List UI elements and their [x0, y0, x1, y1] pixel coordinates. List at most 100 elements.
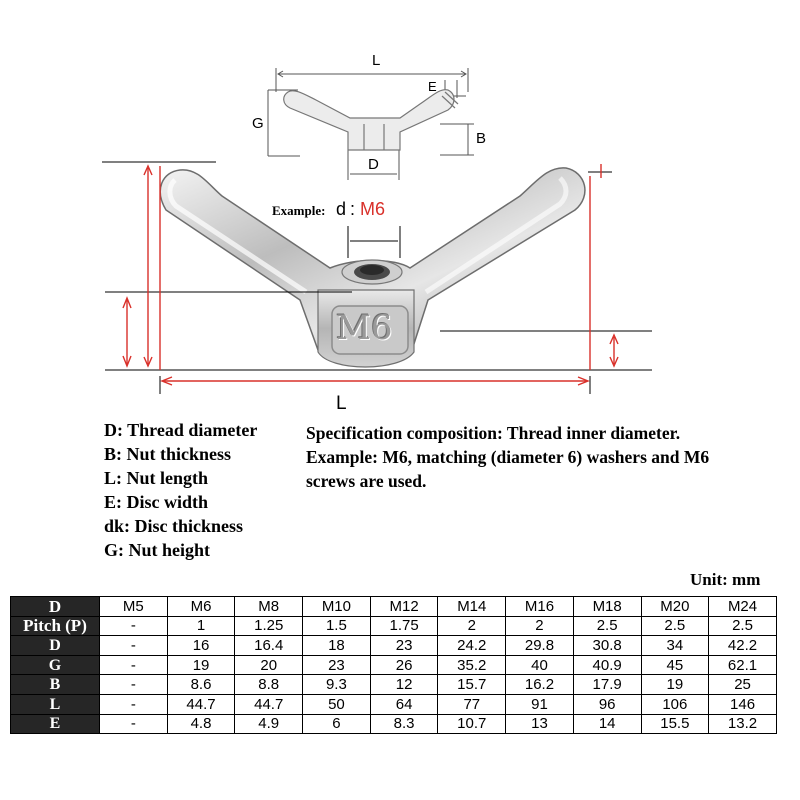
table-cell: -: [99, 713, 168, 735]
table-cell: 44.7: [234, 693, 304, 715]
table-cell: 20: [234, 654, 304, 676]
table-size-header: M16: [505, 596, 574, 617]
table-cell: 15.5: [640, 713, 710, 735]
table-cell: -: [99, 615, 168, 637]
specification-note: Specification composition: Thread inner …: [306, 423, 710, 491]
table-cell: 29.8: [505, 635, 574, 656]
table-cell: 4.9: [234, 713, 304, 735]
table-cell: 1.75: [369, 615, 439, 637]
embossed-size-mark: M6: [336, 308, 393, 348]
table-size-header: M5: [99, 596, 168, 617]
legend-item: D: Thread diameter: [104, 420, 258, 440]
table-cell: 12: [369, 674, 439, 695]
table-cell: 10.7: [437, 713, 507, 735]
dimension-lines: [102, 161, 652, 394]
example-symbol: d: [336, 199, 347, 219]
technical-sketch: [267, 68, 474, 180]
table-cell: 2.5: [640, 615, 710, 637]
table-cell: -: [99, 654, 168, 676]
table-size-header: M14: [437, 596, 507, 617]
table-cell: 1.5: [302, 615, 371, 637]
table-cell: 40.9: [572, 654, 642, 676]
table-cell: 8.3: [369, 713, 439, 735]
unit-label: Unit: mm: [690, 570, 761, 589]
table-cell: 25: [708, 674, 777, 695]
sketch-label-g: G: [252, 115, 264, 132]
table-cell: 23: [369, 635, 439, 656]
example-prefix: Example:: [272, 203, 326, 218]
table-size-header: M12: [369, 596, 439, 617]
table-size-header: M20: [640, 596, 710, 617]
table-cell: 24.2: [437, 635, 507, 656]
table-cell: 77: [437, 693, 507, 715]
table-cell: 16.2: [505, 674, 574, 695]
length-label: L: [336, 393, 347, 414]
table-row-label: G: [10, 654, 100, 676]
table-cell: 19: [166, 654, 236, 676]
legend-item: E: Disc width: [104, 492, 209, 512]
table-row-label: L: [10, 693, 100, 715]
table-size-header: M18: [572, 596, 642, 617]
table-cell: 8.6: [166, 674, 236, 695]
table-cell: 91: [505, 693, 574, 715]
table-header-label: D: [10, 596, 100, 617]
table-cell: 4.8: [166, 713, 236, 735]
table-row-label: D: [10, 635, 100, 656]
legend-item: L: Nut length: [104, 468, 209, 488]
table-row-label: Pitch (P): [10, 615, 100, 637]
table-cell: 16.4: [234, 635, 304, 656]
table-cell: -: [99, 674, 168, 695]
table-size-header: M10: [302, 596, 371, 617]
legend-item: dk: Disc thickness: [104, 516, 244, 536]
wing-nut-illustration: [102, 161, 652, 394]
table-cell: 106: [640, 693, 710, 715]
table-cell: 45: [640, 654, 710, 676]
table-cell: -: [99, 693, 168, 715]
table-cell: 2.5: [572, 615, 642, 637]
table-cell: 2.5: [708, 615, 777, 637]
table-cell: 30.8: [572, 635, 642, 656]
table-size-header: M6: [166, 596, 236, 617]
sketch-label-l: L: [372, 52, 381, 69]
table-cell: 64: [369, 693, 439, 715]
table-cell: 13: [505, 713, 574, 735]
table-cell: 14: [572, 713, 642, 735]
table-cell: 26: [369, 654, 439, 676]
table-size-header: M8: [234, 596, 304, 617]
table-cell: 13.2: [708, 713, 777, 735]
sketch-label-d: D: [368, 156, 379, 173]
example-separator: :: [350, 199, 356, 219]
sketch-label-b: B: [476, 130, 487, 147]
table-cell: 96: [572, 693, 642, 715]
table-cell: 44.7: [166, 693, 236, 715]
table-row-label: E: [10, 713, 100, 735]
table-cell: 19: [640, 674, 710, 695]
wing-nut-body: [159, 167, 586, 368]
table-cell: 35.2: [437, 654, 507, 676]
legend-item: B: Nut thickness: [104, 444, 232, 464]
table-cell: 8.8: [234, 674, 304, 695]
table-cell: 16: [166, 635, 236, 656]
table-cell: 15.7: [437, 674, 507, 695]
table-cell: -: [99, 635, 168, 656]
table-cell: 40: [505, 654, 574, 676]
table-cell: 2: [505, 615, 574, 637]
table-row-label: B: [10, 674, 100, 695]
table-cell: 34: [640, 635, 710, 656]
table-cell: 6: [302, 713, 371, 735]
red-dimension-arrows: [122, 164, 619, 386]
wing-nut-sketch: [283, 89, 459, 151]
example-value: M6: [360, 199, 386, 219]
table-cell: 1.25: [234, 615, 304, 637]
table-cell: 146: [708, 693, 777, 715]
table-cell: 18: [302, 635, 371, 656]
sketch-label-e: E: [428, 79, 437, 94]
